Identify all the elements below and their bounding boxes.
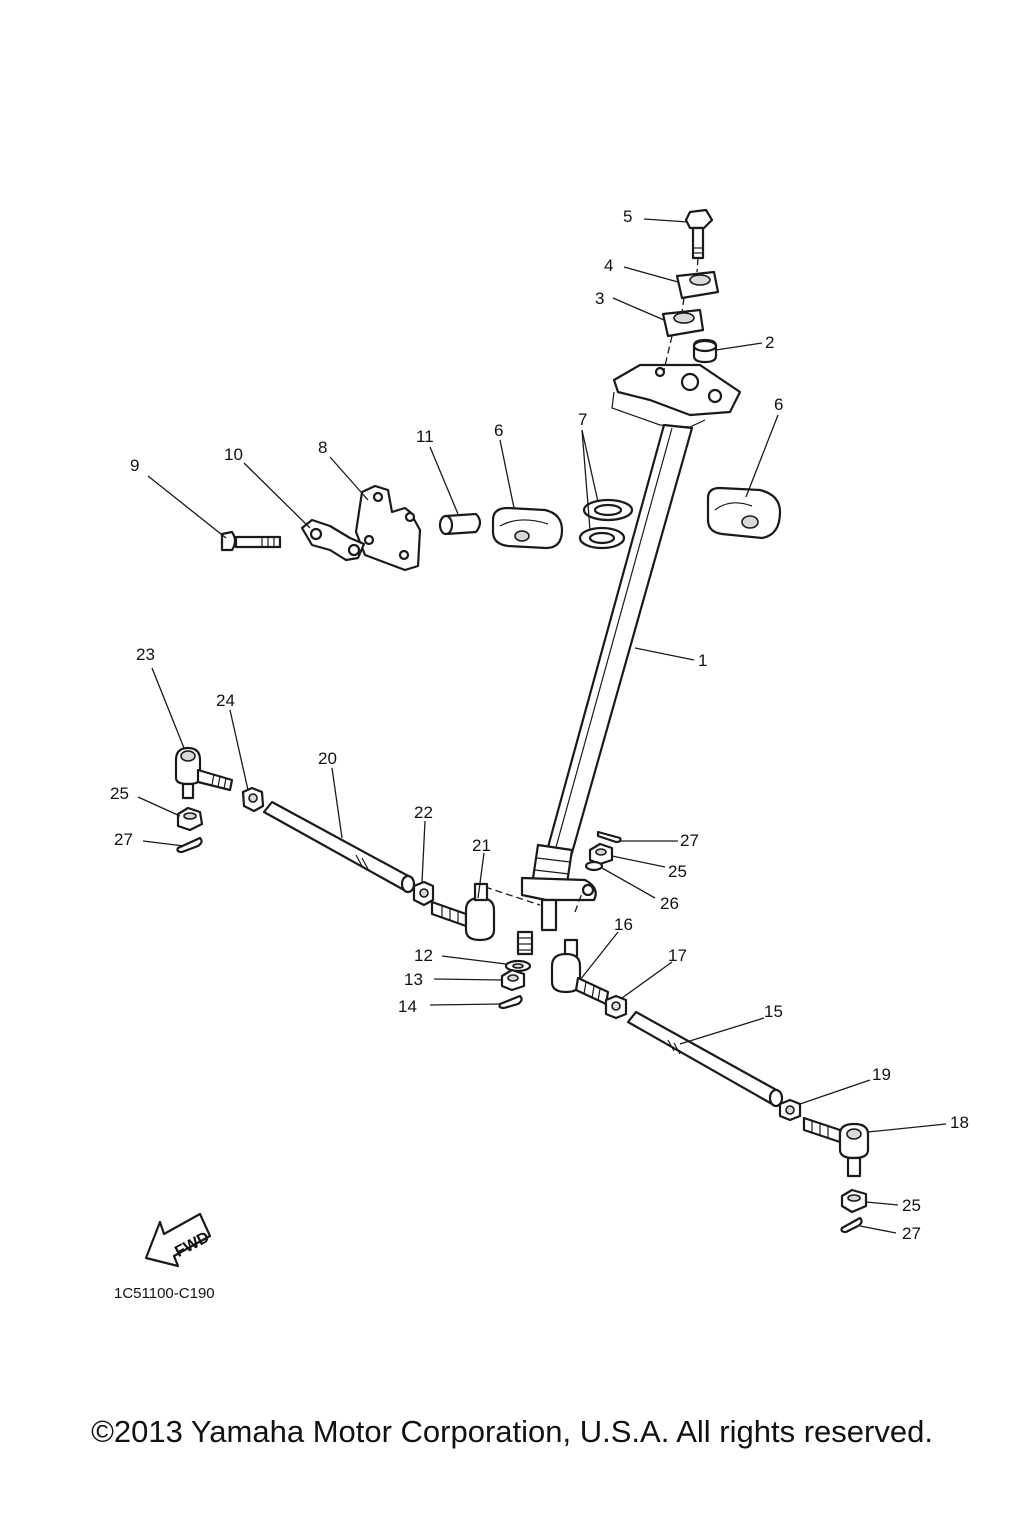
part-22-nut	[412, 880, 435, 907]
copyright-notice: ©2013 Yamaha Motor Corporation, U.S.A. A…	[91, 1414, 933, 1449]
part-3-holder-lower	[661, 308, 705, 338]
callout-labels: 5 4 3 2 6 7 6 11 8 10 9 1 23 24 20 25 27…	[110, 207, 969, 1243]
callout-24: 24	[216, 691, 235, 710]
part-9-bolt	[220, 530, 282, 552]
part-18-tie-rod-end-right	[802, 1116, 870, 1178]
callout-1: 1	[698, 651, 707, 670]
callout-9: 9	[130, 456, 139, 475]
callout-10: 10	[224, 445, 243, 464]
part-24-nut	[241, 786, 265, 813]
part-12-washer	[504, 959, 532, 973]
callout-15: 15	[764, 1002, 783, 1021]
callout-6-middle: 6	[494, 421, 503, 440]
part-2-cap	[692, 338, 718, 364]
part-25-nut-column	[588, 842, 614, 866]
callout-8: 8	[318, 438, 327, 457]
part-10-lock-plate	[300, 518, 366, 562]
callout-25-right: 25	[902, 1196, 921, 1215]
part-5-bolt	[684, 208, 714, 260]
callout-17: 17	[668, 946, 687, 965]
part-14-cotter-pin	[498, 994, 523, 1010]
part-11-collar	[438, 512, 482, 536]
callout-6-right: 6	[774, 395, 783, 414]
steering-column	[484, 423, 694, 956]
part-15-tie-rod-right	[626, 1010, 784, 1108]
callout-2: 2	[765, 333, 774, 352]
part-7-washers	[578, 498, 634, 550]
callout-7: 7	[578, 410, 587, 429]
callout-13: 13	[404, 970, 423, 989]
part-6-holder-middle	[491, 506, 564, 550]
callout-23: 23	[136, 645, 155, 664]
part-25-nut-right	[840, 1188, 868, 1214]
part-13-nut	[500, 968, 526, 992]
callout-27-column: 27	[680, 831, 699, 850]
part-17-nut	[604, 994, 628, 1020]
callout-18: 18	[950, 1113, 969, 1132]
part-26-washer	[584, 860, 604, 872]
callout-19: 19	[872, 1065, 891, 1084]
figure-code: 1C51100-C190	[114, 1285, 215, 1302]
callout-25-column: 25	[668, 862, 687, 881]
part-4-holder-upper	[675, 270, 720, 300]
callout-11: 11	[416, 427, 434, 446]
callout-16: 16	[614, 915, 633, 934]
column-top-bracket	[611, 363, 742, 428]
part-27-cotter-pin-left	[176, 836, 203, 854]
part-27-cotter-pin-right	[840, 1216, 863, 1234]
callout-22: 22	[414, 803, 433, 822]
part-25-nut-left	[176, 806, 204, 832]
callout-3: 3	[595, 289, 604, 308]
part-19-nut	[778, 1098, 802, 1122]
callout-21: 21	[472, 836, 491, 855]
callout-4: 4	[604, 256, 613, 275]
callout-27-left: 27	[114, 830, 133, 849]
part-27-cotter-pin-column	[596, 830, 622, 844]
callout-26: 26	[660, 894, 679, 913]
callout-27-right: 27	[902, 1224, 921, 1243]
part-16-tie-rod-end-inner-right	[550, 938, 610, 1006]
leader-lines	[137, 218, 947, 1234]
callout-25-left: 25	[110, 784, 129, 803]
fwd-arrow-icon: FWD	[144, 1212, 212, 1268]
callout-20: 20	[318, 749, 337, 768]
callout-14: 14	[398, 997, 417, 1016]
part-8-bracket	[354, 484, 422, 572]
callout-5: 5	[623, 207, 632, 226]
callout-12: 12	[414, 946, 433, 965]
part-20-tie-rod-left	[262, 800, 416, 894]
part-23-tie-rod-end-left	[174, 746, 234, 800]
part-6-holder-right	[706, 486, 782, 540]
part-21-tie-rod-end-inner	[430, 882, 496, 942]
